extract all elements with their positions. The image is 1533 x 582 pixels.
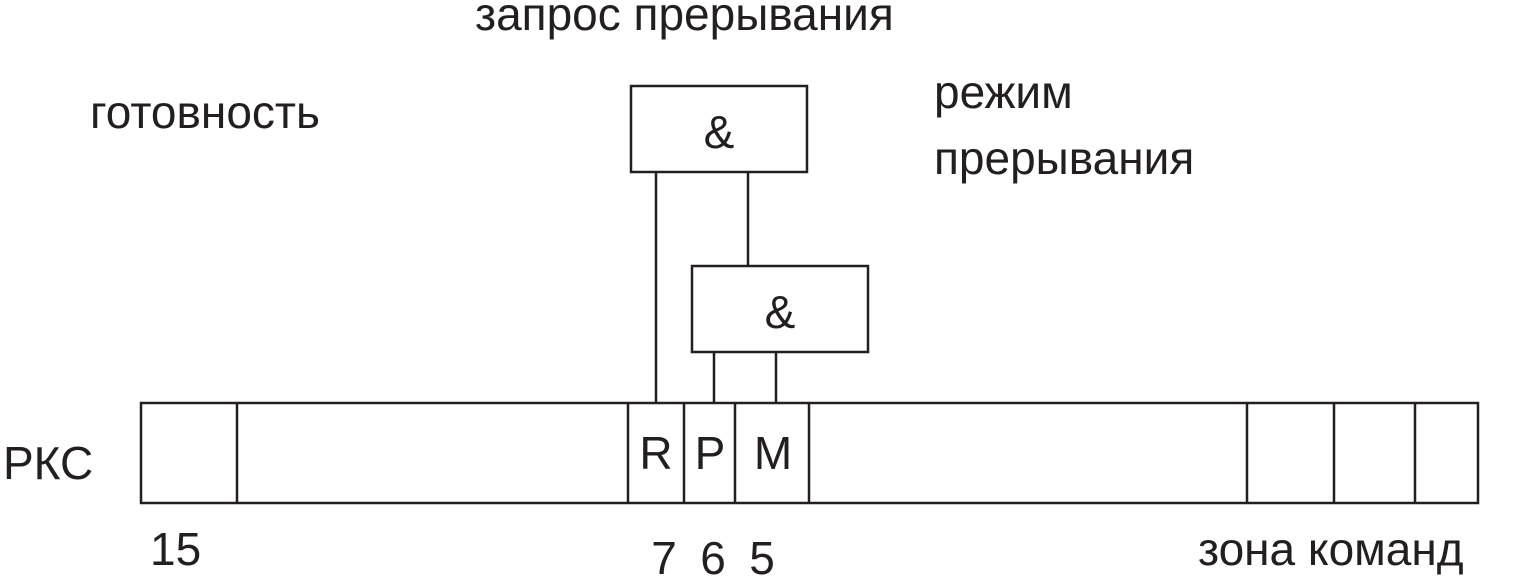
interrupt-request-label: запрос прерывания [475, 0, 894, 40]
bit-number-15: 15 [150, 523, 201, 575]
bit-number-6: 6 [700, 532, 726, 577]
command-zone-label: зона команд [1198, 523, 1464, 575]
bit-m-label: M [754, 427, 792, 479]
top-and-gate [629, 84, 809, 174]
bottom-and-gate [690, 264, 870, 354]
readiness-label: готовность [90, 86, 320, 138]
bit-number-5: 5 [749, 532, 775, 577]
interrupt-mode-label-line2: прерывания [934, 132, 1194, 184]
bottom-and-gate-symbol: & [765, 286, 796, 338]
top-and-gate-symbol: & [704, 106, 735, 158]
interrupt-mode-label-line1: режим [934, 66, 1073, 118]
bit-p-label: P [695, 427, 726, 479]
register-name-label: РКС [3, 437, 93, 489]
bit-r-label: R [639, 427, 672, 479]
bit-number-7: 7 [651, 532, 677, 577]
